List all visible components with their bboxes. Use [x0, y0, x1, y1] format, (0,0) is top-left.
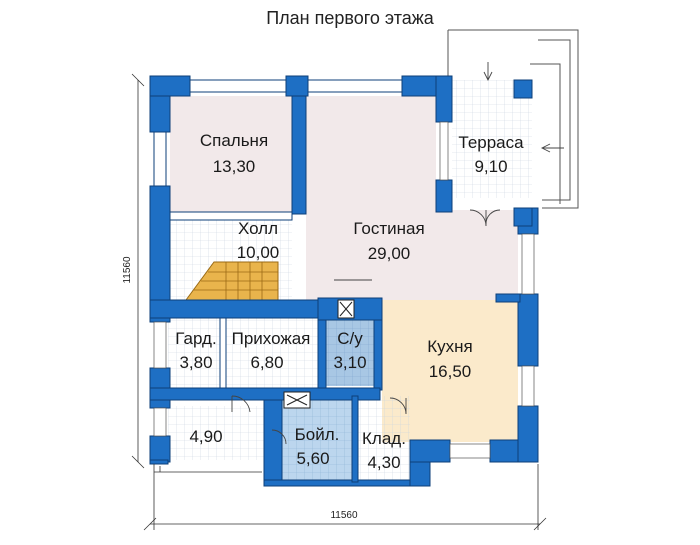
window-right-living	[521, 233, 535, 295]
room-name-kitchen: Кухня	[427, 337, 473, 356]
wall-top-left	[149, 75, 191, 97]
staircase	[185, 261, 279, 301]
room-area-hall: 10,00	[237, 243, 280, 262]
wall-top-thin	[189, 79, 287, 93]
window-bottom-kitchen	[449, 443, 491, 459]
wall-mid-row	[149, 387, 381, 401]
wall-terrace-left2	[435, 179, 453, 213]
room-area-bathroom: 3,10	[333, 353, 366, 372]
room-area-terrace: 9,10	[474, 157, 507, 176]
floor-bedroom	[170, 96, 292, 212]
window-left-wardrobe	[153, 321, 167, 369]
floor-living-extension	[436, 210, 518, 300]
room-labels: Спальня 13,30 Холл 10,00 Гостиная 29,00 …	[175, 131, 524, 472]
floor-living	[306, 96, 436, 300]
dimension-width-label: 11560	[330, 510, 358, 521]
room-area-boiler: 5,60	[296, 449, 329, 468]
room-area-porch: 4,90	[189, 427, 222, 446]
room-area-living: 29,00	[368, 244, 411, 263]
wall-left-1	[149, 95, 171, 133]
floor-boiler	[282, 396, 352, 482]
doors	[231, 62, 564, 445]
wall-terrace-pillar	[513, 79, 533, 99]
wall-top-right	[401, 75, 439, 97]
room-area-storage: 4,30	[367, 453, 400, 472]
room-name-hall: Холл	[238, 219, 278, 238]
wall-bedroom-right	[291, 95, 307, 215]
dimension-lines	[131, 73, 547, 531]
room-area-bedroom: 13,30	[213, 157, 256, 176]
wall-top-mid	[285, 75, 309, 97]
wall-bottom-5	[409, 439, 451, 463]
room-name-wardrobe: Гард.	[175, 329, 216, 348]
plan-title: План первого этажа	[266, 8, 434, 28]
window-right-kitchen	[521, 365, 535, 407]
dimension-height-label: 11560	[122, 256, 133, 284]
room-area-wardrobe: 3,80	[179, 353, 212, 372]
window-left-porch	[153, 407, 167, 437]
wall-bedroom-bottom	[169, 211, 293, 221]
wall-hall-bottom	[149, 299, 321, 319]
window-terrace	[439, 121, 449, 181]
wall-bottom-1	[149, 459, 169, 465]
floor-porch	[168, 406, 264, 460]
wall-right-2	[517, 405, 539, 463]
room-name-boiler: Бойл.	[295, 425, 340, 444]
floor-storage	[358, 396, 410, 482]
wall-bottom-3	[263, 479, 431, 487]
wall-wardrobe-right	[219, 317, 227, 389]
wall-top-thin2	[307, 79, 403, 93]
wall-bottom-2	[263, 399, 283, 487]
wall-terrace-pillar2	[513, 207, 533, 227]
fixtures	[283, 299, 355, 409]
wall-boiler-right	[351, 395, 359, 483]
room-area-entrance: 6,80	[250, 353, 283, 372]
walls	[149, 75, 539, 487]
floor-entrance	[226, 318, 318, 388]
room-name-storage: Клад.	[362, 429, 406, 448]
floor-bathroom	[322, 320, 374, 386]
wall-right-1	[517, 293, 539, 367]
room-area-kitchen: 16,50	[429, 362, 472, 381]
wall-terrace-left	[435, 75, 453, 123]
floor-wardrobe	[168, 318, 220, 388]
room-name-entrance: Прихожая	[232, 329, 311, 348]
floors	[168, 80, 532, 482]
room-name-bathroom: С/у	[337, 329, 363, 348]
wall-left-4	[149, 435, 171, 463]
wall-kitchen-top	[495, 293, 521, 303]
terrace-railing	[447, 29, 579, 209]
wall-left-window	[153, 131, 167, 187]
room-name-terrace: Терраса	[458, 133, 524, 152]
floor-terrace	[452, 80, 532, 198]
windows	[153, 121, 535, 459]
room-name-bedroom: Спальня	[200, 131, 268, 150]
room-name-living: Гостиная	[353, 219, 424, 238]
